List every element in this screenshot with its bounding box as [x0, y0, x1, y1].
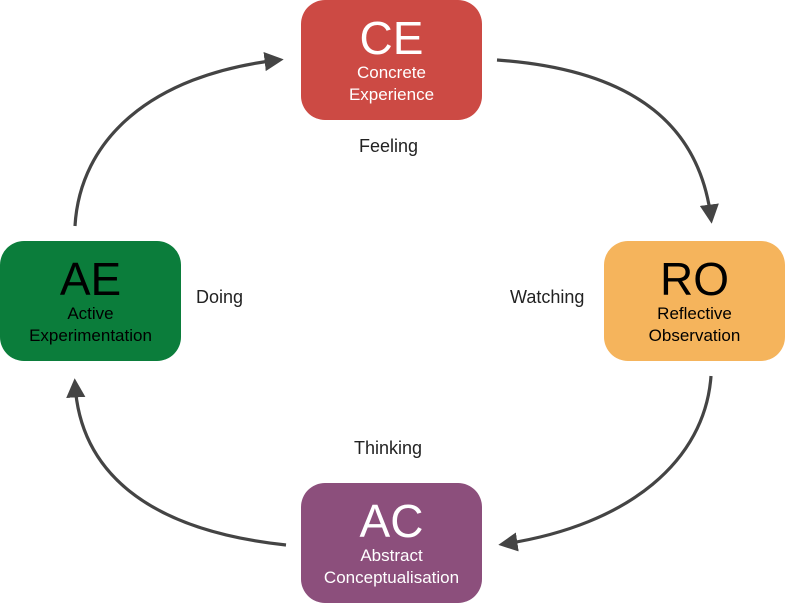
node-abbreviation: AC: [359, 495, 424, 547]
mode-label-feeling: Feeling: [359, 136, 419, 156]
node-name-line-1: Concrete: [357, 63, 426, 82]
mode-label-watching: Watching: [510, 287, 585, 307]
arrow-ae-to-ce: [73, 52, 284, 227]
node-concrete-experience: CE Concrete Experience: [301, 0, 482, 120]
mode-label-doing: Doing: [196, 287, 244, 307]
node-name-line-2: Experimentation: [29, 326, 152, 345]
node-abstract-conceptualisation: AC Abstract Conceptualisation: [301, 483, 482, 603]
node-abbreviation: AE: [59, 253, 122, 305]
node-name-line-1: Active: [67, 304, 114, 323]
node-name-line-2: Conceptualisation: [323, 568, 460, 587]
node-abbreviation: RO: [660, 253, 729, 305]
node-reflective-observation: RO Reflective Observation: [604, 241, 785, 361]
arrow-ro-to-ac: [498, 375, 713, 552]
node-name-line-2: Observation: [648, 326, 741, 345]
node-name-line-2: Experience: [348, 85, 435, 104]
node-name-line-1: Abstract: [360, 546, 423, 565]
node-name-line-1: Reflective: [657, 304, 732, 323]
arrow-ce-to-ro: [496, 58, 719, 224]
node-abbreviation: CE: [359, 12, 424, 64]
mode-label-thinking: Thinking: [354, 438, 423, 458]
node-active-experimentation: AE Active Experimentation: [0, 241, 181, 361]
arrow-ac-to-ae: [66, 378, 287, 547]
